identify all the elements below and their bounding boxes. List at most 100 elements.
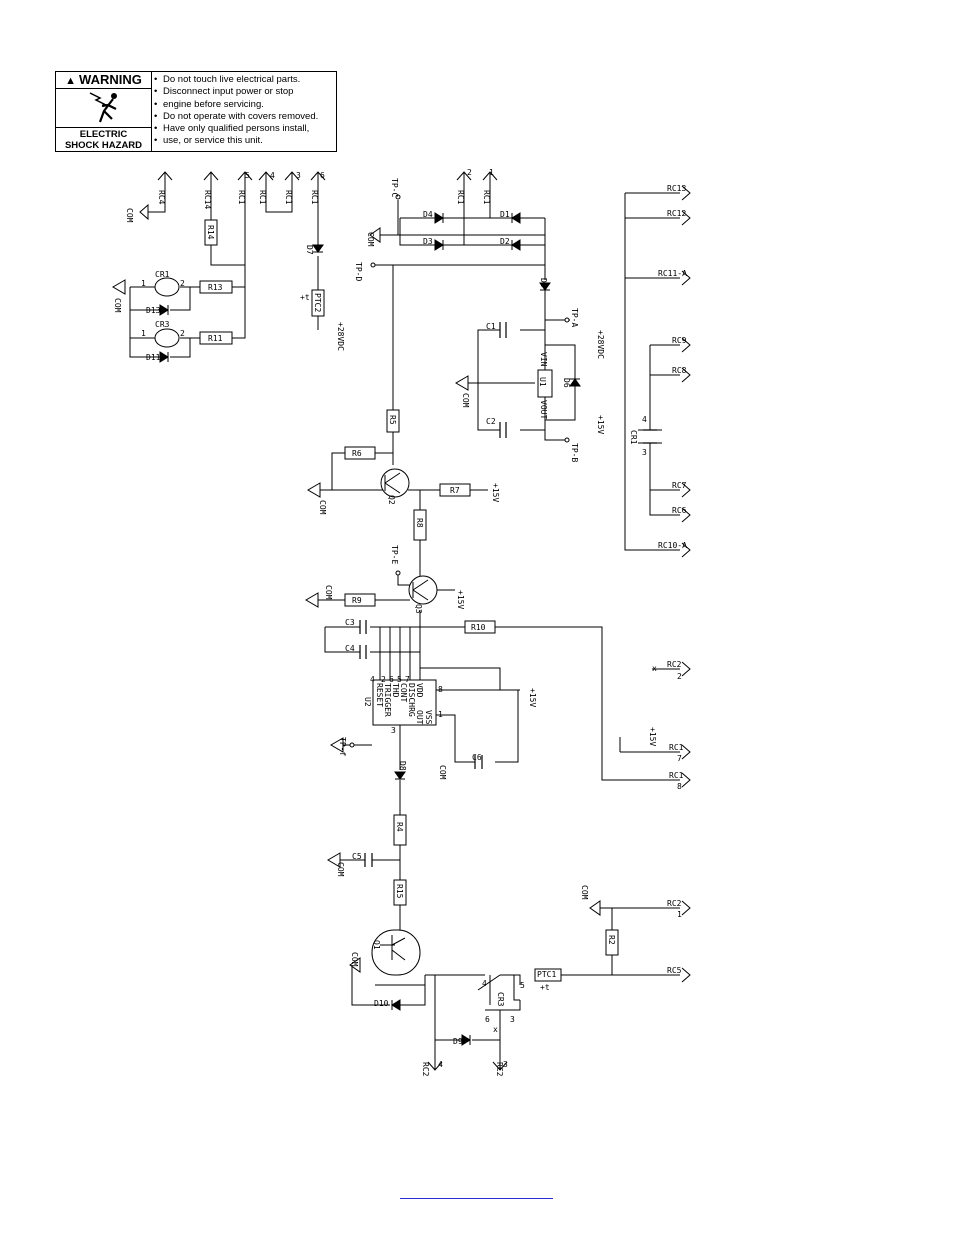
label-d5: D5 [539,278,548,288]
component-labels: RC4 RC14 RC1 RC1 RC1 RC1 RC1 RC1 TP-C TP… [113,178,657,1077]
label-q2: Q2 [387,495,396,505]
label-u1: U1 [538,377,547,387]
pin-number: 4 [642,415,647,424]
u2-pin-out: OUT [415,710,424,725]
u2-pin-vss: VSS [424,710,433,725]
label-c5: C5 [352,852,362,861]
resistor-r11 [199,331,233,345]
label-com: COM [350,952,359,967]
label-rc1: RC1 [482,190,491,205]
pin-number: 3 [503,1060,508,1069]
pin-number: 6 [389,675,394,684]
warning-item: Do not touch live electrical parts. [153,74,318,87]
label-x: x [652,664,657,673]
footer-hyperlink[interactable] [400,1186,553,1199]
label-u2: U2 [363,697,372,707]
pin-number: 2 [381,675,386,684]
label-rc1: RC1 [669,743,684,752]
relay-coils-and-transistors [154,194,570,1005]
label-r15: R15 [395,884,404,899]
ptc1-thermistor [534,968,562,982]
pin-number: 3 [642,448,647,457]
wiring [129,172,680,1070]
ground-symbols [112,203,601,973]
label-d13: D13 [146,306,161,315]
label-com: COM [336,862,345,877]
resistor-r14 [204,219,218,246]
diodes [159,212,581,1046]
label-rc12: RC12 [667,209,686,218]
label-com: COM [366,232,375,247]
resistor-r15 [393,879,407,906]
pin-number: 1 [489,168,494,177]
label-d6: D6 [562,378,571,388]
resistor-r6 [344,446,376,460]
pin-number: 1 [141,279,146,288]
regulator-u1 [537,369,553,398]
label-r2: R2 [607,935,616,945]
u2-pin-reset: RESET [375,683,384,707]
electric-shock-warning-label: ▲WARNING ELECTRIC SHOCK HAZARD Do not to… [55,71,337,152]
label-com: COM [113,298,122,313]
label-cr1: CR1 [155,270,170,279]
resistor-r9 [344,593,376,607]
pin-number: 6 [320,171,325,180]
label-tpf: TP-f [338,737,347,756]
label-d2: D2 [500,237,510,246]
label-vout: VOUT [539,400,548,419]
resistor-r5 [386,409,400,433]
label-rc14: RC14 [203,190,212,209]
label-r11: R11 [208,334,223,343]
label-rc7: RC7 [672,481,687,490]
label-r9: R9 [352,596,362,605]
pin-number: 7 [405,675,410,684]
pin-number: 2 [467,168,472,177]
label-rc11a: RC11-A [658,269,687,278]
label-d8: D8 [398,761,407,771]
label-r13: R13 [208,283,223,292]
warning-header-text: WARNING [79,72,142,87]
label-tpc: TP-C [390,178,399,197]
pin-number: 3 [391,726,396,735]
label-rc10a: RC10-A [658,541,687,550]
label-d3: D3 [423,237,433,246]
label-rc1: RC1 [284,190,293,205]
label-rc6: RC6 [672,506,687,515]
warning-item: Have only qualified persons install, [153,123,318,136]
electric-shock-hazard-text: ELECTRIC SHOCK HAZARD [56,129,151,151]
label-r10: R10 [471,623,486,632]
label-d9: D9 [453,1037,463,1046]
hazard-line-1: ELECTRIC [79,129,128,140]
resistor-r7 [439,483,471,497]
label-rc2: RC2 [667,899,682,908]
label-com: COM [324,585,333,600]
pin-number: 2 [180,329,185,338]
label-rc1: RC1 [669,771,684,780]
pin-number: 7 [677,754,682,763]
u2-pin-thd: THD [391,683,400,698]
label-r7: R7 [450,486,460,495]
label-rc5: RC5 [667,966,682,975]
label-15v: +15V [491,483,500,502]
label-tpd: TP-D [354,262,363,281]
label-cr3: CR3 [155,320,170,329]
pin-number: 4 [370,675,375,684]
label-r6: R6 [352,449,362,458]
u2-pin-trigger: TRIGGER [383,683,392,717]
label-c2: C2 [486,417,496,426]
pin-number: 1 [141,329,146,338]
label-r5: R5 [388,415,397,425]
label-15v: +15V [648,727,657,746]
label-15v: +15V [528,688,537,707]
pin-number: 5 [520,981,525,990]
label-com: COM [125,208,134,223]
label-tpa: TP-A [570,308,579,327]
resistor-r13 [199,280,233,294]
resistor-r10 [464,620,496,634]
label-28vdc: +28VDC [596,330,605,359]
pin-number: 5 [397,675,402,684]
label-com: COM [461,393,470,408]
resistor-r4 [393,814,407,846]
label-q3: Q3 [414,604,423,614]
